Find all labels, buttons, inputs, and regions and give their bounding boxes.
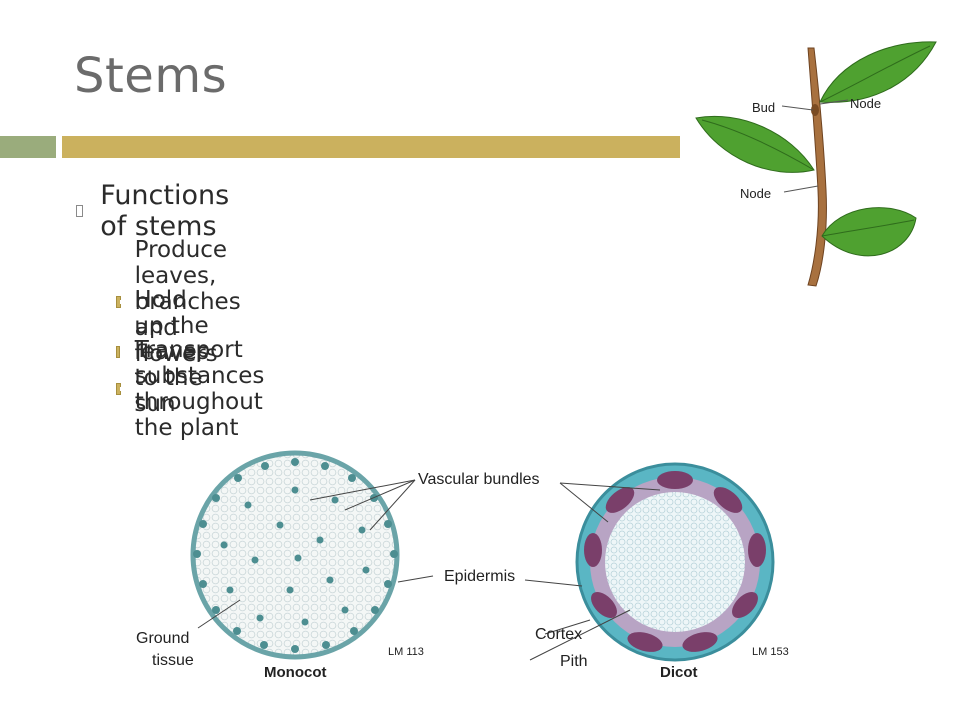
sub-bullet: Produce leaves, branches and flowers xyxy=(116,237,248,367)
label-monocot: Monocot xyxy=(264,664,327,681)
sub-bullet-text: Produce leaves, branches and flowers xyxy=(134,237,241,367)
sub-bullet: Transport substances throughout the plan… xyxy=(116,337,272,441)
gold-square-bullet-icon xyxy=(116,383,124,395)
accent-bar-gold xyxy=(62,136,680,158)
gold-square-bullet-icon xyxy=(116,296,124,308)
label-vascular-bundles: Vascular bundles xyxy=(418,471,540,488)
stem-cross-section-figure: Vascular bundles Epidermis Ground tissue… xyxy=(130,450,830,710)
label-ground-tissue-line1: Ground xyxy=(136,630,190,647)
hollow-square-bullet-icon xyxy=(76,205,84,217)
gold-square-bullet-icon xyxy=(116,346,125,358)
label-cortex: Cortex xyxy=(535,626,583,643)
label-node-bottom: Node xyxy=(740,186,771,201)
label-dicot: Dicot xyxy=(660,664,698,681)
dicot-section xyxy=(575,462,775,662)
bullet-main-text: Functions of stems xyxy=(100,180,230,242)
sub-bullet-text: Hold up the leaves to the sun xyxy=(134,287,209,417)
label-pith: Pith xyxy=(560,653,588,670)
label-ground-tissue-line2: tissue xyxy=(152,652,194,669)
bullet-main: Functions of stems xyxy=(76,180,234,242)
slide-title: Stems xyxy=(74,48,228,104)
label-node-top: Node xyxy=(850,96,881,111)
sub-bullet-text: Transport substances throughout the plan… xyxy=(134,337,265,441)
cross-section-drawing xyxy=(190,450,775,662)
accent-bar-green xyxy=(0,136,56,158)
label-lm-monocot: LM 113 xyxy=(388,646,424,658)
monocot-section xyxy=(190,450,400,660)
sub-bullet: Hold up the leaves to the sun xyxy=(116,287,216,417)
label-lm-dicot: LM 153 xyxy=(752,646,789,658)
label-bud: Bud xyxy=(752,100,775,115)
plant-stem-illustration: Bud Node Node xyxy=(695,41,937,287)
label-epidermis: Epidermis xyxy=(444,568,516,585)
bud-icon xyxy=(811,104,819,116)
